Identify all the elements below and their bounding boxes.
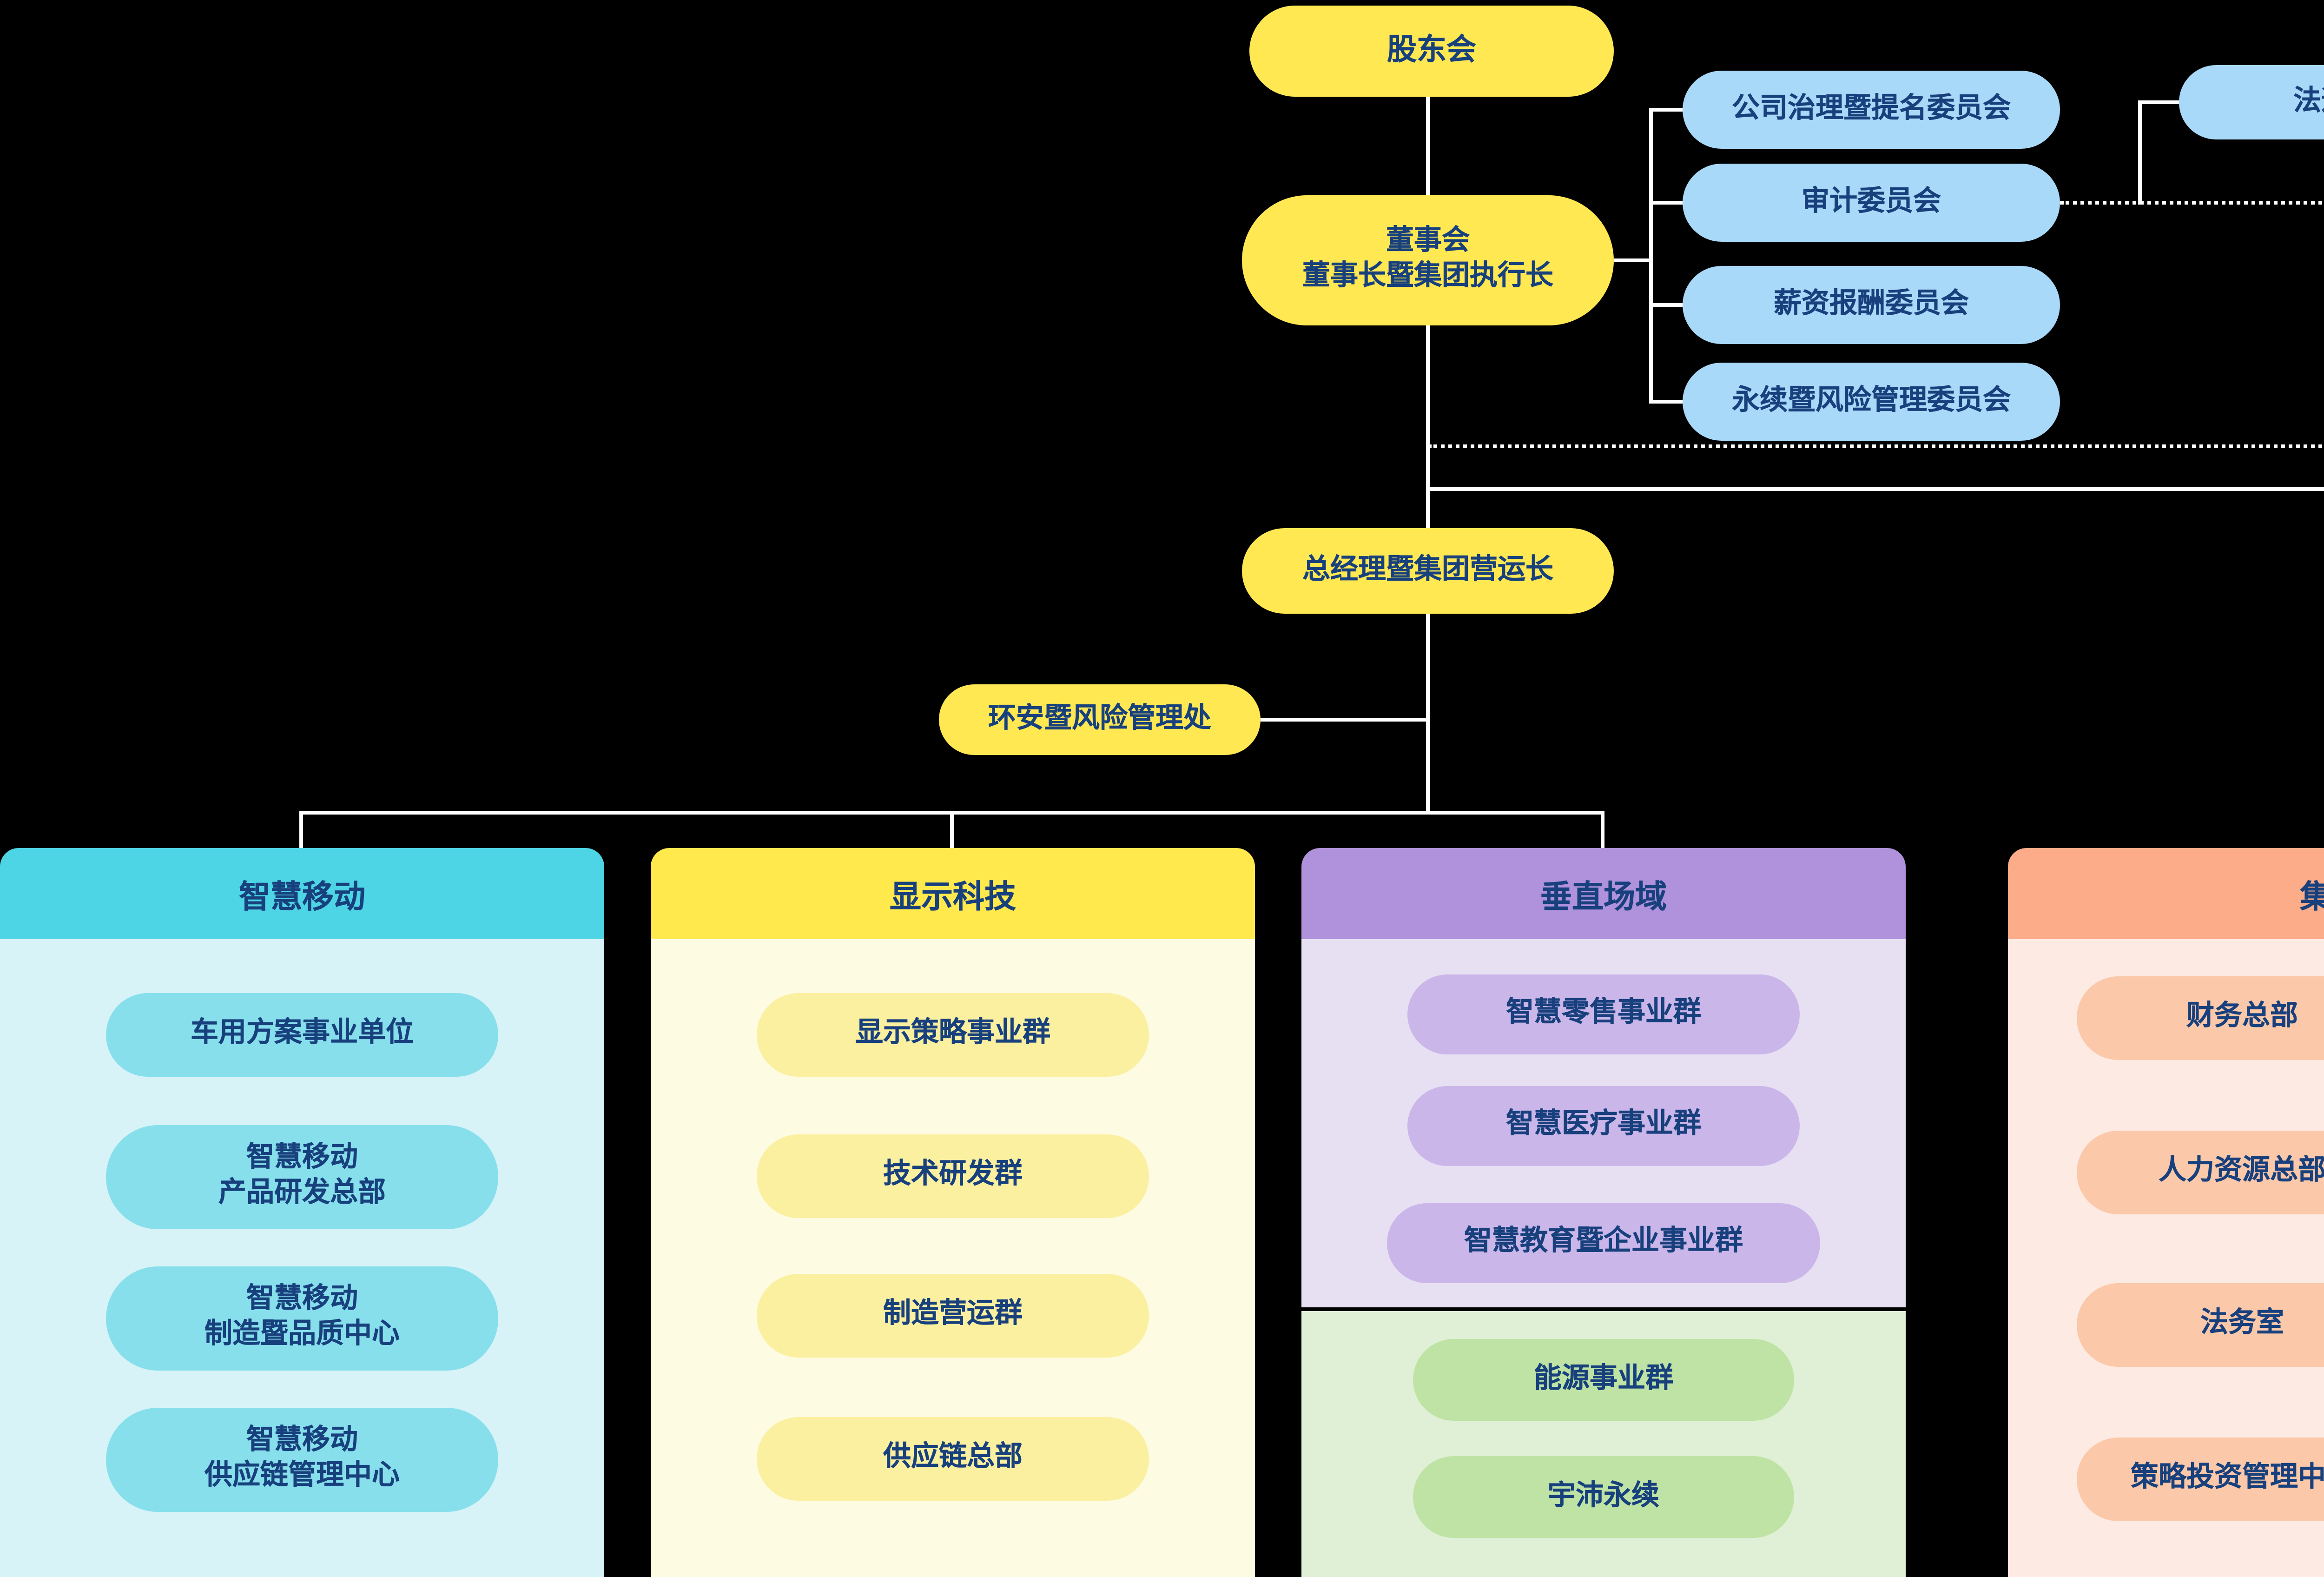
node-finance-hq: 财务总部	[2077, 976, 2324, 1060]
node-president-coo: 总经理暨集团营运长	[1242, 528, 1614, 614]
connector-committee-bracket	[1649, 108, 1653, 402]
node-mobility-manufacturing-quality-center: 智慧移动 制造暨品质中心	[106, 1266, 498, 1371]
node-strategic-investment-management-center: 策略投资管理中心	[2077, 1438, 2324, 1521]
division-display-tech-header: 显示科技	[651, 848, 1255, 939]
node-smart-retail-bg: 智慧零售事业群	[1407, 974, 1800, 1054]
node-committee-sustainability-risk: 永续暨风险管理委员会	[1683, 363, 2060, 441]
connector-division-2-drop	[950, 811, 954, 848]
connector-committee-4-stub	[1649, 400, 1683, 404]
connector-committee-2-stub	[1649, 201, 1683, 205]
division-vertical-domains-header: 垂直场域	[1301, 848, 1906, 939]
node-board-chairman: 董事会 董事长暨集团执行长	[1242, 195, 1614, 325]
node-shareholders: 股东会	[1249, 6, 1614, 97]
node-committee-governance-nomination: 公司治理暨提名委员会	[1683, 71, 2060, 149]
node-mobility-product-rd-hq: 智慧移动 产品研发总部	[106, 1125, 498, 1229]
node-committee-audit: 审计委员会	[1683, 164, 2060, 242]
node-automotive-solutions-bu: 车用方案事业单位	[106, 993, 498, 1077]
node-supply-chain-hq: 供应链总部	[757, 1417, 1149, 1501]
division-smart-mobility-header: 智慧移动	[0, 848, 604, 939]
connector-ehs-office	[1261, 718, 1428, 722]
node-chief-compliance-counsel: 法遵总顾问	[2179, 65, 2324, 139]
connector-to-support-units-h	[1426, 487, 2324, 491]
node-legal-office: 法务室	[2077, 1283, 2324, 1367]
connector-committee-1-stub	[1649, 108, 1683, 112]
connector-shareholders-board	[1426, 97, 1430, 195]
node-yupei-sustainability: 宇沛永续	[1413, 1456, 1794, 1538]
node-ehs-risk-office: 环安暨风险管理处	[939, 684, 1261, 755]
node-committee-compensation: 薪资报酬委员会	[1683, 266, 2060, 344]
node-human-resources-hq: 人力资源总部	[2077, 1131, 2324, 1214]
connector-compliance-elbow-v	[2138, 100, 2142, 205]
connector-division-1-drop	[299, 811, 303, 848]
connector-board-president	[1426, 325, 1430, 528]
node-smart-education-enterprise-bg: 智慧教育暨企业事业群	[1387, 1203, 1820, 1283]
connector-compliance-elbow-h	[2138, 100, 2183, 104]
node-manufacturing-operations-group: 制造营运群	[757, 1274, 1149, 1358]
division-support-units-header: 集团营运支援单位	[2008, 848, 2324, 939]
node-mobility-supply-chain-center: 智慧移动 供应链管理中心	[106, 1408, 498, 1512]
node-smart-medical-bg: 智慧医疗事业群	[1407, 1086, 1800, 1166]
connector-committee-3-stub	[1649, 303, 1683, 307]
connector-president-down	[1426, 614, 1430, 813]
connector-division-3-drop	[1601, 811, 1604, 848]
dotted-audit-committee-right	[2060, 201, 2324, 205]
dotted-compliance-to-trunk	[1428, 444, 2324, 448]
node-technology-rd-group: 技术研发群	[757, 1134, 1149, 1218]
node-energy-bg: 能源事业群	[1413, 1339, 1794, 1421]
connector-board-committee-bracket	[1614, 258, 1651, 262]
node-display-strategy-bg: 显示策略事业群	[757, 993, 1149, 1077]
